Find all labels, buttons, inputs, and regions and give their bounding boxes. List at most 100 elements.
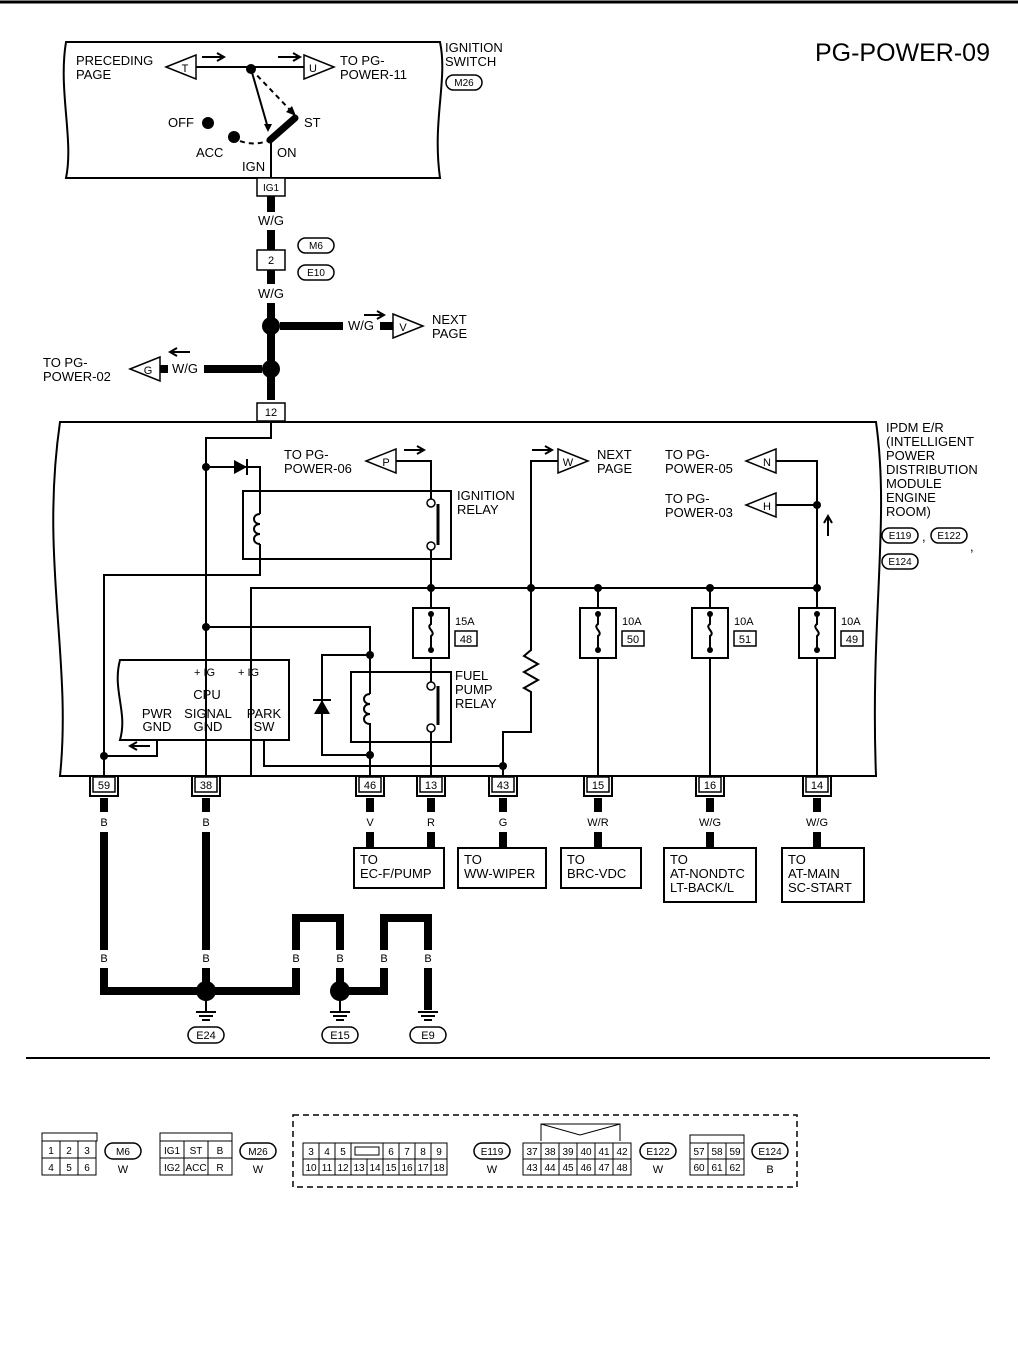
to-pg05-label-2: POWER-05 xyxy=(665,461,733,476)
offpage-arrow-v xyxy=(392,312,426,340)
connector-latch xyxy=(689,1134,745,1144)
ignition-relay-label-2: RELAY xyxy=(457,502,499,517)
flow-arrow-icon xyxy=(127,741,150,751)
terminal-box xyxy=(586,776,610,793)
wire-relay-coil-feed xyxy=(206,466,261,491)
wire-main-bus xyxy=(250,587,817,776)
switch-ign-label: IGN xyxy=(242,159,265,174)
offpage-arrow-p xyxy=(363,447,397,475)
to-pg05-label-1: TO PG- xyxy=(665,447,710,462)
connector-pin-label: 41 xyxy=(598,1147,610,1158)
terminal-bracket xyxy=(89,776,119,797)
connector-badge-m26 xyxy=(445,74,483,91)
connector-pin: 37 xyxy=(522,1142,542,1160)
splice-v xyxy=(262,317,280,335)
cpu-title: CPU xyxy=(193,687,220,702)
wire-relay-coil-ground xyxy=(103,544,261,776)
terminal-box xyxy=(92,776,116,793)
wire-color-wg: W/G xyxy=(258,213,284,228)
connector-view-badge xyxy=(104,1142,142,1160)
fuse-51-number: 51 xyxy=(739,634,751,646)
connector-pin-label: 46 xyxy=(580,1163,592,1174)
connector-pin-label: 14 xyxy=(369,1163,381,1174)
dest-ec-fpump-label-1: TO xyxy=(360,852,378,867)
cpu-park-sw-2: SW xyxy=(254,719,276,734)
connector-pin-label: 4 xyxy=(48,1163,54,1174)
connector-pin-label: 48 xyxy=(616,1163,628,1174)
wire-color-b: B xyxy=(380,953,387,965)
connector-pin-label: ACC xyxy=(185,1163,206,1174)
diode-icon xyxy=(314,700,330,714)
connector-pin-label: 10 xyxy=(305,1163,317,1174)
ground-badge-e15 xyxy=(321,1026,359,1044)
connector-pin-label: 8 xyxy=(420,1147,426,1158)
ground-icon xyxy=(418,1011,438,1021)
wire-b xyxy=(206,968,300,995)
separator-comma: , xyxy=(922,529,926,544)
terminal-box xyxy=(194,776,218,793)
fuse-51: 10A 51 xyxy=(691,607,757,659)
connector-badge-m26-label: M26 xyxy=(454,78,474,89)
fuse-48-number: 48 xyxy=(460,634,472,646)
switch-st-label: ST xyxy=(304,115,321,130)
ground-badge-e9-label: E9 xyxy=(421,1030,434,1042)
ground-icon xyxy=(330,1011,350,1021)
connector-badge-e10 xyxy=(297,264,335,281)
flow-arrow-icon xyxy=(404,445,427,455)
connector-pin-label: ST xyxy=(190,1146,203,1157)
connector-view-id: M6 xyxy=(116,1147,130,1158)
wire-color-b: B xyxy=(292,953,299,965)
connector-pin: 46 xyxy=(576,1158,596,1176)
connector-pin: 18 xyxy=(430,1158,448,1176)
connector-pin-label: 7 xyxy=(404,1147,410,1158)
connector-pin-label: 17 xyxy=(417,1163,429,1174)
next-page-w-label-2: PAGE xyxy=(597,461,632,476)
connector-pin-label: IG1 xyxy=(164,1146,181,1157)
terminal-bracket xyxy=(488,776,518,797)
fuse-49-rating: 10A xyxy=(841,616,861,628)
connector-pin-label: 43 xyxy=(526,1163,538,1174)
fuse-50-rating: 10A xyxy=(622,616,642,628)
connector-pin-label: 59 xyxy=(729,1147,741,1158)
connector-pin: ST xyxy=(183,1140,209,1159)
connector-pin: 4 xyxy=(41,1157,61,1176)
dest-at-nondtc-label-3: LT-BACK/L xyxy=(670,880,734,895)
connector-pin: 57 xyxy=(689,1142,709,1160)
connector-view-color: W xyxy=(653,1164,664,1176)
connector-pin: 9 xyxy=(430,1142,448,1160)
connector-view-color: B xyxy=(766,1164,773,1176)
connector-pin: 43 xyxy=(522,1158,542,1176)
wire-color-wg: W/G xyxy=(806,817,828,829)
offpage-tag-n: N xyxy=(763,457,771,469)
wire-pg05 xyxy=(776,460,818,588)
fuel-pump-relay-box xyxy=(350,671,452,743)
connector-pin-label: 15 xyxy=(385,1163,397,1174)
connector-pin: IG2 xyxy=(159,1157,185,1176)
fuse-50-number: 50 xyxy=(627,634,639,646)
connector-pin: 40 xyxy=(576,1142,596,1160)
terminal-number: 59 xyxy=(98,780,110,792)
connector-pin: 1 xyxy=(41,1140,61,1159)
offpage-tag-p: P xyxy=(382,457,389,469)
terminal-bracket xyxy=(191,776,221,797)
dest-ec-fpump xyxy=(353,847,445,889)
terminal-bracket xyxy=(583,776,613,797)
wire-pg06 xyxy=(396,460,432,499)
connector-badge-e124-label: E124 xyxy=(888,557,912,568)
fuse-51-rating: 10A xyxy=(734,616,754,628)
offpage-arrow-g xyxy=(127,355,161,383)
connector-pin xyxy=(350,1142,384,1160)
to-pg03-label-1: TO PG- xyxy=(665,491,710,506)
wire-color-wr: W/R xyxy=(587,817,608,829)
dest-brc-vdc-label-2: BRC-VDC xyxy=(567,866,626,881)
ignition-switch-title-2: SWITCH xyxy=(445,54,496,69)
connector-pin: 38 xyxy=(540,1142,560,1160)
connector-pin: 59 xyxy=(725,1142,745,1160)
connector-view-badge xyxy=(639,1142,677,1160)
connector-pin-label: 62 xyxy=(729,1163,741,1174)
wire-b xyxy=(292,914,344,950)
wire-color-b: B xyxy=(424,953,431,965)
splice-ground xyxy=(330,981,350,1001)
to-pg03-label-2: POWER-03 xyxy=(665,505,733,520)
